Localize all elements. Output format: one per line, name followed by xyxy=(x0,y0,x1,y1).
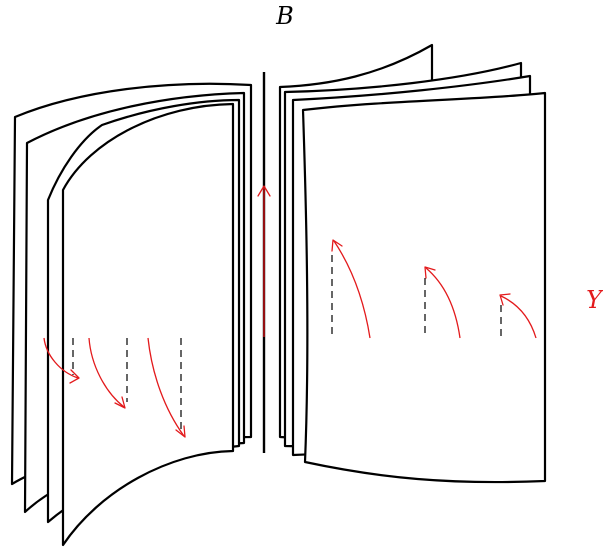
spine-arrow xyxy=(257,185,271,337)
right-page-stack xyxy=(278,43,547,484)
right-page-front xyxy=(301,91,547,484)
right-arrow-1 xyxy=(331,239,371,339)
left-page-stack xyxy=(10,82,253,547)
label-y: Y xyxy=(586,286,603,314)
right-arrow-3 xyxy=(499,293,537,339)
left-arrow-1 xyxy=(43,337,80,384)
right-arrow-2 xyxy=(424,266,461,339)
left-arrow-2 xyxy=(88,337,126,409)
left-arrow-3 xyxy=(147,337,186,438)
left-page-front xyxy=(61,102,235,547)
label-b: B xyxy=(275,2,294,30)
